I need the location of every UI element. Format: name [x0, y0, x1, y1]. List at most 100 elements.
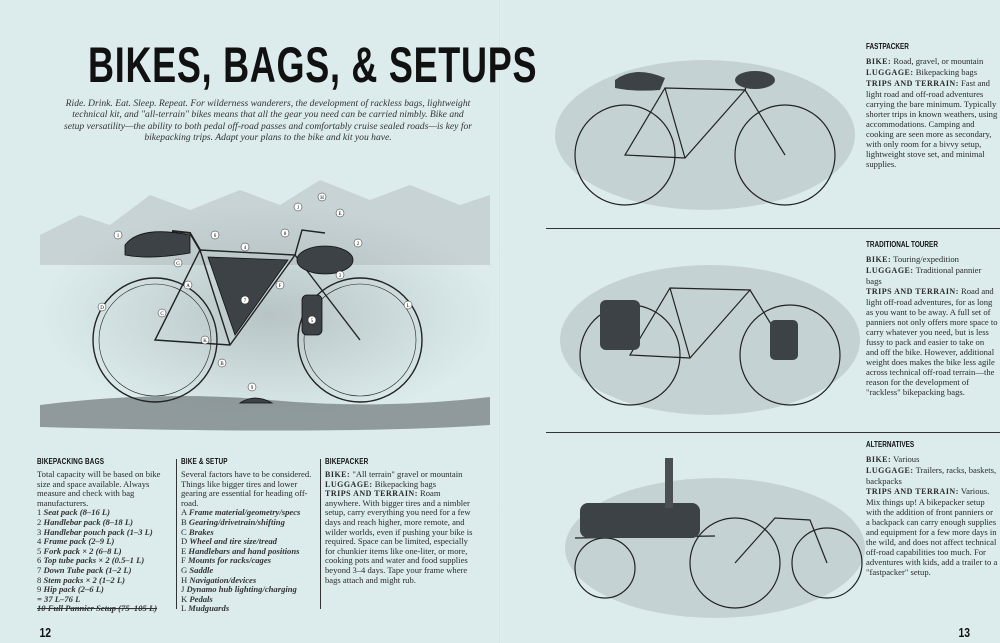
section-heading: FASTPACKER [866, 42, 909, 51]
callout-text: 5 [311, 319, 314, 324]
trips-label: TRIPS AND TERRAIN: [866, 79, 959, 88]
front-wheel [297, 277, 423, 403]
callout-text: B [220, 362, 224, 367]
list-item: K Pedals [181, 593, 321, 605]
bike-label: BIKE: [866, 455, 892, 464]
item-number: 3 [37, 526, 42, 537]
handlebar-pack [296, 245, 354, 275]
item-number: 4 [37, 536, 42, 547]
struck-item: 10 Full Pannier Setup (75–105 L) [37, 603, 158, 614]
callout-text: J [297, 206, 299, 211]
item-text: Saddle [189, 564, 214, 575]
item-text: Fork pack × 2 (6–8 L) [43, 545, 122, 556]
item-number: K [181, 593, 188, 604]
trips-value: Fast and light road and off-road adventu… [866, 78, 998, 169]
callout-label: 6 [210, 230, 220, 240]
bike [92, 229, 423, 403]
luggage-label: LUGGAGE: [866, 466, 914, 475]
item-number: G [181, 564, 188, 575]
luggage-value: Bikepacking bags [374, 478, 437, 489]
traditional-tourer-text: TRADITIONAL TOURER BIKE: Touring/expedit… [866, 240, 998, 397]
item-number: E [181, 545, 187, 556]
item-number: 8 [37, 574, 42, 585]
item-number: C [181, 526, 187, 537]
item-text: Navigation/devices [189, 574, 257, 585]
page-number-right: 13 [958, 625, 971, 640]
list-item: 1 Seat pack (8–16 L) [37, 508, 175, 518]
fastpacker-text: FASTPACKER BIKE: Road, gravel, or mounta… [866, 42, 998, 169]
alternatives-illustration [565, 458, 865, 618]
callout-text: 6 [214, 234, 217, 239]
list-item: B Gearing/drivetrain/shifting [181, 516, 321, 528]
trips-value: Various. Mix things up! A bikepacker set… [866, 486, 998, 577]
list-item: 5 Fork pack × 2 (6–8 L) [37, 545, 175, 557]
book-gutter [499, 0, 501, 643]
item-text: Frame pack (2–9 L) [43, 536, 115, 547]
callout-label: A [183, 280, 193, 290]
item-number: H [181, 574, 188, 585]
item-text: Down Tube pack (1–2 L) [43, 564, 132, 575]
callout-label: 4 [240, 242, 250, 252]
item-text: Handlebars and hand positions [188, 545, 300, 556]
bike-label: BIKE: [866, 57, 892, 66]
section-heading: ALTERNATIVES [866, 440, 915, 449]
callout-text: 1 [117, 234, 120, 239]
callout-label: J [293, 202, 303, 212]
list-item: D Wheel and tire size/tread [181, 536, 321, 547]
item-text: Dynamo hub lighting/charging [186, 584, 297, 595]
page-title: BIKES, BAGS, & SETUPS [88, 37, 538, 93]
item-number: F [181, 555, 186, 566]
item-number: D [181, 536, 188, 547]
item-number: 1 [37, 507, 42, 518]
luggage-value: Bikepacking bags [915, 67, 978, 77]
trips-value: Road and light off-road adventures, for … [866, 286, 998, 397]
bike-value: Road, gravel, or mountain [893, 56, 984, 66]
item-number: 9 [37, 584, 42, 595]
callout-text: 3 [339, 274, 342, 279]
callout-label: 2 [353, 238, 363, 248]
rear-pannier [600, 300, 640, 350]
callout-label: 8 [280, 228, 290, 238]
trips-label: TRIPS AND TERRAIN: [866, 487, 959, 496]
page-number-left: 12 [39, 625, 52, 640]
item-number: A [181, 507, 187, 518]
callout-label: C [157, 308, 167, 318]
bags-list: 1 Seat pack (8–16 L)2 Handlebar pack (8–… [37, 508, 175, 594]
item-text: Wheel and tire size/tread [189, 536, 277, 547]
item-number: 7 [37, 564, 42, 575]
luggage-label: LUGGAGE: [325, 479, 373, 489]
trips-label: TRIPS AND TERRAIN: [325, 489, 418, 499]
bike-value: "All terrain" gravel or mountain [352, 469, 463, 479]
callout-label: 1 [113, 230, 123, 240]
bags-intro: Total capacity will be based on bike siz… [37, 469, 161, 508]
section-divider [546, 228, 1000, 229]
callout-label: E [335, 208, 345, 218]
fork-pack [301, 294, 323, 336]
ground [40, 396, 490, 431]
item-text: Seat pack (8–16 L) [43, 507, 111, 518]
hip-pack [238, 397, 274, 404]
bike-label: BIKE: [866, 255, 892, 264]
item-number: B [181, 516, 187, 527]
bike-setup-column: BIKE & SETUP Several factors have to be … [181, 457, 321, 614]
callout-label: 3 [335, 270, 345, 280]
callout-label: G [173, 258, 183, 268]
section-heading: BIKEPACKING BAGS [37, 457, 105, 466]
list-item: 7 Down Tube pack (1–2 L) [37, 564, 175, 576]
item-text: Handlebar pack (8–18 L) [43, 516, 133, 527]
callout-label: K [200, 335, 210, 345]
item-text: Mounts for racks/cages [187, 555, 272, 566]
section-heading: BIKE & SETUP [181, 457, 228, 466]
trailer-bag [580, 503, 700, 538]
callout-label: L [403, 300, 413, 310]
trips-value: Roam anywhere. With bigger tires and a n… [325, 488, 473, 585]
item-number: L [181, 603, 186, 614]
callout-label: 9 [247, 382, 257, 392]
bikepacking-bags-column: BIKEPACKING BAGS Total capacity will be … [37, 457, 175, 614]
item-text: Hip pack (2–6 L) [43, 584, 104, 595]
list-item: C Brakes [181, 526, 321, 538]
stove-pipe [665, 458, 673, 508]
luggage-value: Traditional pannier bags [866, 265, 982, 286]
frame-pack [207, 256, 289, 336]
